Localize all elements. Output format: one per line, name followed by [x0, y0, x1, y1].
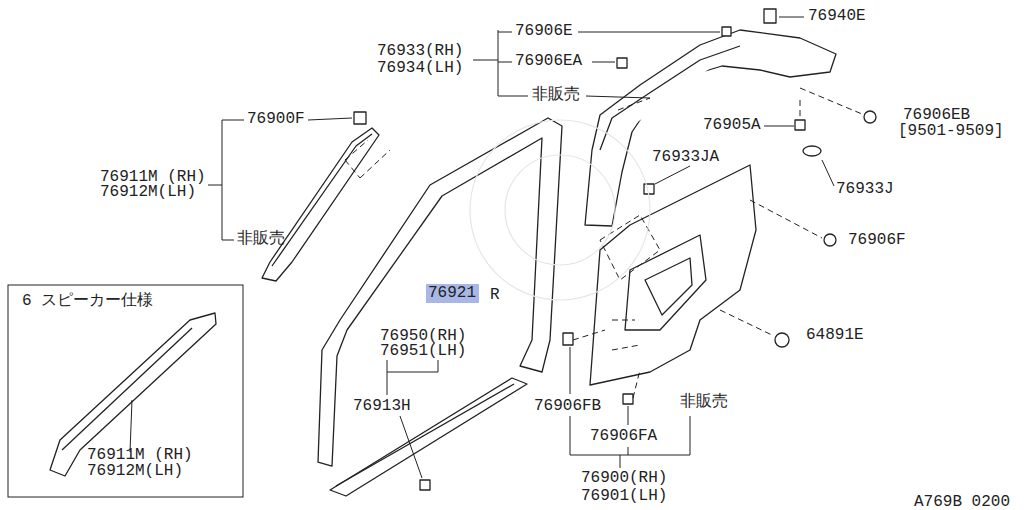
callout-number: 76906F	[848, 232, 906, 249]
callout-number: 76905A	[703, 117, 761, 134]
callout-number: 76906E	[515, 23, 573, 40]
callout-number: 76906EA	[515, 53, 582, 70]
callout-number: 76913H	[353, 398, 411, 415]
part-number: 76912M(LH)	[87, 463, 183, 480]
callout-number: 76900F	[247, 111, 305, 128]
callout-number: 76951(LH)	[380, 343, 466, 360]
callout-number: 76940E	[808, 8, 866, 25]
inset-heading: 6 スピーカー仕様	[22, 293, 153, 310]
note-text: 非販売	[532, 87, 580, 104]
callout-number: 76900(RH)	[581, 470, 667, 487]
note-text: R	[490, 287, 500, 304]
note-text: [9501-9509]	[898, 123, 1004, 140]
part-number: 76911M (RH)	[87, 447, 193, 464]
note-text: 非販売	[237, 231, 285, 248]
callout-number: 76906FA	[590, 428, 657, 445]
callout-number: 76912M(LH)	[100, 184, 196, 201]
part-number: 76921	[428, 285, 476, 302]
callout-number: 76933JA	[652, 149, 719, 166]
callout-number: 76901(LH)	[581, 488, 667, 505]
callout-number: 76934(LH)	[377, 60, 463, 77]
callout-number: 76933(RH)	[377, 43, 463, 60]
inset-panel: 6 スピーカー仕様 76911M (RH)76912M(LH)	[8, 285, 243, 497]
callout-number: 76933J	[836, 181, 894, 198]
highlighted-part-number: 76921	[426, 284, 479, 303]
callout-number: 76906EB	[903, 107, 970, 124]
note-text: A769B 0200	[914, 494, 1010, 510]
callout-number: 76906FB	[534, 398, 601, 415]
note-text: 非販売	[680, 394, 728, 411]
callout-number: 64891E	[806, 327, 864, 344]
